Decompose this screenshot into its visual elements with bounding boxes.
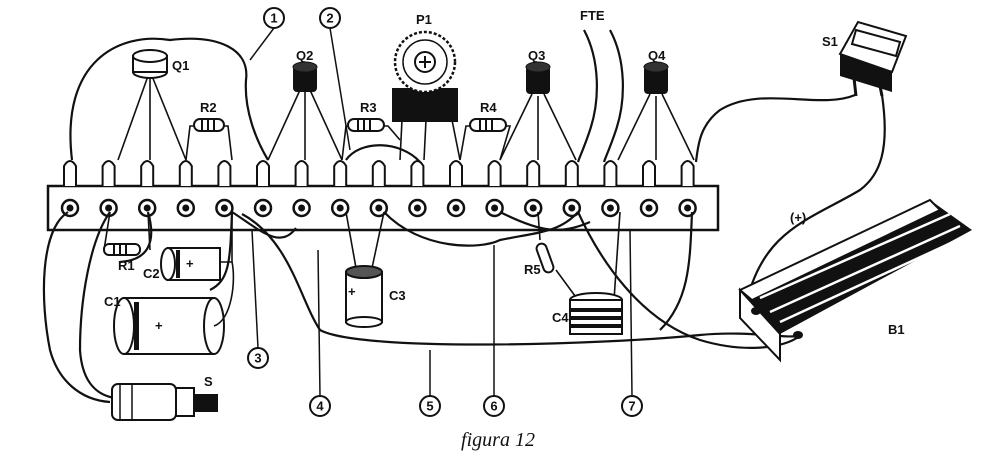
label-r1: R1 xyxy=(118,258,135,273)
resistor-r3 xyxy=(341,118,401,161)
label-r5: R5 xyxy=(524,262,541,277)
callout-number-3: 3 xyxy=(254,351,261,366)
strip-lug xyxy=(564,160,579,186)
resistor-r4 xyxy=(459,118,512,161)
callout-circle xyxy=(483,395,505,417)
label-s: S xyxy=(204,374,213,389)
strip-lug xyxy=(178,160,193,186)
strip-lug xyxy=(603,160,618,186)
callout-circle xyxy=(621,395,643,417)
top-wires xyxy=(69,29,886,311)
callout-circle xyxy=(309,395,331,417)
strip-hole-center xyxy=(452,204,460,212)
switch-s1 xyxy=(838,20,908,97)
label-battery-plus: (+) xyxy=(790,210,806,225)
strip-lug xyxy=(217,160,232,186)
label-q4: Q4 xyxy=(648,48,666,63)
c2-plus: + xyxy=(186,256,194,271)
c3-plus: + xyxy=(348,284,356,299)
callout-number-4: 4 xyxy=(316,399,324,414)
capacitor-c4 xyxy=(569,211,623,335)
callout-circle xyxy=(247,347,269,369)
callout-circle xyxy=(263,7,285,29)
label-q2: Q2 xyxy=(296,48,313,63)
switch-s xyxy=(111,383,218,421)
resistor-r5 xyxy=(535,211,579,301)
label-b1: B1 xyxy=(888,322,905,337)
battery-b1 xyxy=(738,198,972,363)
strip-hole-center xyxy=(66,204,74,212)
label-q3: Q3 xyxy=(528,48,545,63)
strip-lug xyxy=(487,160,502,186)
strip-lug xyxy=(63,160,77,186)
strip-lug xyxy=(294,160,309,186)
label-c3: C3 xyxy=(389,288,406,303)
resistor-r2 xyxy=(185,118,233,161)
callout-leader xyxy=(629,229,633,397)
strip-lug xyxy=(410,160,425,186)
strip-hole-center xyxy=(568,204,576,212)
label-q1: Q1 xyxy=(172,58,189,73)
strip-hole-center xyxy=(259,204,267,212)
strip-lug xyxy=(680,160,695,186)
strip-hole-center xyxy=(684,204,692,212)
label-fte: FTE xyxy=(580,8,605,23)
terminal-strip xyxy=(46,160,720,232)
capacitor-c2 xyxy=(160,214,233,281)
callouts: 1 2 3 4 5 6 7 xyxy=(247,7,643,417)
callout-leader xyxy=(329,27,351,151)
strip-lug xyxy=(371,160,386,186)
strip-hole-center xyxy=(413,204,421,212)
figure-caption: figura 12 xyxy=(461,429,535,451)
transistor-q1 xyxy=(117,49,187,161)
callout-number-2: 2 xyxy=(326,11,333,26)
callout-number-7: 7 xyxy=(628,399,635,414)
strip-hole-center xyxy=(336,204,344,212)
strip-lug xyxy=(101,160,116,186)
strip-lug xyxy=(140,160,155,186)
strip-lug xyxy=(526,160,541,186)
strip-hole-center xyxy=(606,204,614,212)
strip-lug xyxy=(449,160,463,186)
label-c4: C4 xyxy=(552,310,569,325)
callout-number-6: 6 xyxy=(490,399,497,414)
callout-leader xyxy=(251,229,259,349)
strip-lug xyxy=(333,160,348,186)
capacitor-c1 xyxy=(113,261,235,355)
label-p1: P1 xyxy=(416,12,432,27)
label-c1: C1 xyxy=(104,294,121,309)
strip-hole-center xyxy=(220,204,228,212)
strip-hole-center xyxy=(105,204,113,212)
transistor-q2 xyxy=(267,61,343,161)
strip-hole-center xyxy=(375,204,383,212)
label-r2: R2 xyxy=(200,100,217,115)
strip-lug xyxy=(642,160,656,186)
callout-leader xyxy=(317,249,321,397)
label-r3: R3 xyxy=(360,100,377,115)
potentiometer-p1 xyxy=(392,30,461,161)
strip-hole-center xyxy=(143,204,151,212)
capacitor-c3 xyxy=(345,211,385,328)
callout-leader xyxy=(249,27,275,61)
strip-hole-center xyxy=(529,204,537,212)
callout-circle xyxy=(319,7,341,29)
transistor-q4 xyxy=(617,61,695,161)
callout-number-1: 1 xyxy=(270,11,277,26)
strip-hole-center xyxy=(298,204,306,212)
callout-circle xyxy=(419,395,441,417)
strip-hole-center xyxy=(491,204,499,212)
strip-hole-center xyxy=(645,204,653,212)
resistor-r1 xyxy=(103,211,151,256)
c1-plus: + xyxy=(155,318,163,333)
strip-lug xyxy=(256,160,270,186)
label-s1: S1 xyxy=(822,34,838,49)
label-r4: R4 xyxy=(480,100,497,115)
strip-hole-center xyxy=(182,204,190,212)
callout-number-5: 5 xyxy=(426,399,433,414)
transistor-q3 xyxy=(499,61,577,161)
label-c2: C2 xyxy=(143,266,160,281)
